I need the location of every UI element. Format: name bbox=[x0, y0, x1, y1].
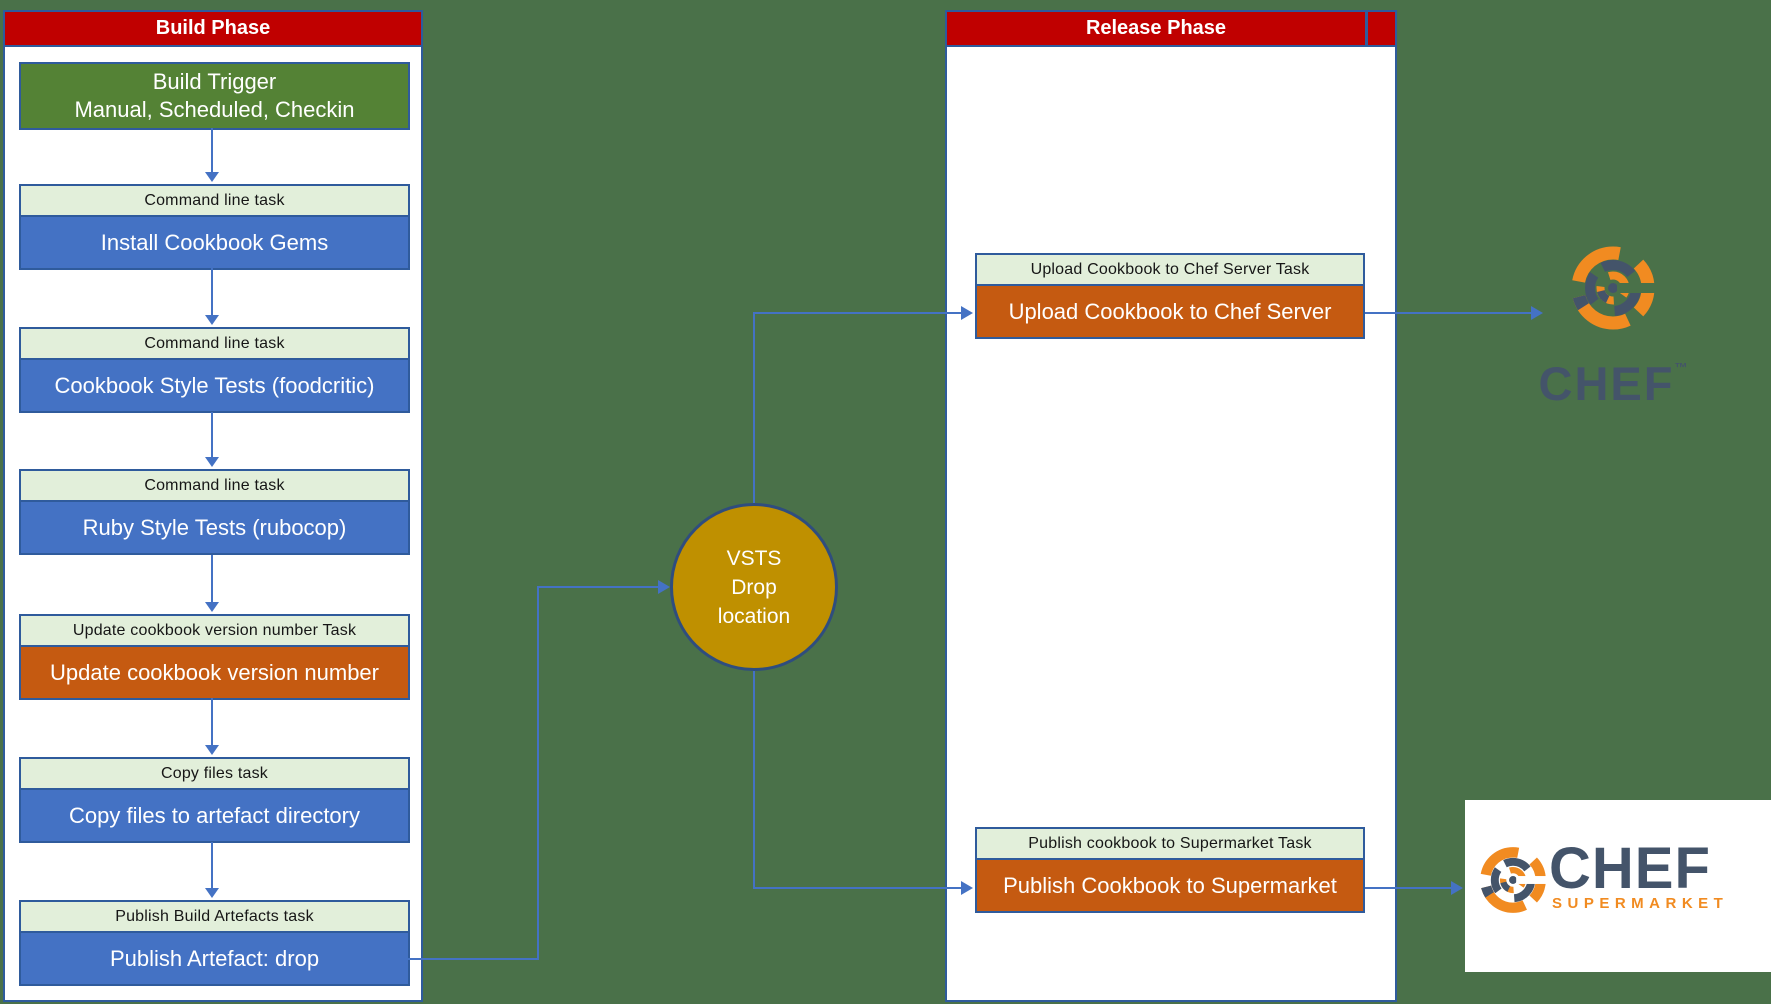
task-box-update-version: Update cookbook version number Task Upda… bbox=[19, 614, 410, 700]
flow-arrow-line bbox=[211, 412, 213, 457]
build-phase-header-bar: Build Phase bbox=[5, 12, 421, 47]
arrow-down-icon bbox=[205, 602, 219, 612]
task-body: Publish Cookbook to Supermarket bbox=[977, 860, 1363, 911]
task-box-ruby-tests: Command line task Ruby Style Tests (rubo… bbox=[19, 469, 410, 555]
connector-drop-to-upload bbox=[753, 312, 755, 503]
task-header: Publish cookbook to Supermarket Task bbox=[977, 829, 1363, 860]
arrow-down-icon bbox=[205, 888, 219, 898]
task-header: Publish Build Artefacts task bbox=[21, 902, 408, 933]
arrow-down-icon bbox=[205, 457, 219, 467]
release-phase-header-bar: Release Phase bbox=[947, 12, 1395, 47]
drop-line3: location bbox=[717, 604, 791, 628]
chef-logo: CHEF™ bbox=[1528, 238, 1698, 418]
arrow-down-icon bbox=[205, 745, 219, 755]
task-box-publish-artefact: Publish Build Artefacts task Publish Art… bbox=[19, 900, 410, 986]
task-header: Command line task bbox=[21, 329, 408, 360]
task-box-style-tests: Command line task Cookbook Style Tests (… bbox=[19, 327, 410, 413]
chef-swirl-icon bbox=[1571, 246, 1661, 330]
task-box-publish-supermarket: Publish cookbook to Supermarket Task Pub… bbox=[975, 827, 1365, 913]
task-header: Command line task bbox=[21, 186, 408, 217]
task-header: Copy files task bbox=[21, 759, 408, 790]
flow-arrow-line bbox=[211, 842, 213, 888]
connector-artefact-to-drop bbox=[537, 586, 539, 960]
arrow-down-icon bbox=[205, 172, 219, 182]
build-phase-title: Build Phase bbox=[155, 17, 271, 39]
flow-arrow-line bbox=[211, 698, 213, 745]
supermarket-swirl-icon bbox=[1480, 847, 1551, 913]
release-phase-title: Release Phase bbox=[1085, 17, 1227, 39]
chef-trademark: ™ bbox=[1674, 360, 1688, 375]
connector-artefact-to-drop bbox=[539, 586, 658, 588]
header-divider bbox=[1365, 12, 1368, 45]
flow-arrow-line bbox=[211, 128, 213, 172]
connector-drop-to-publish bbox=[753, 887, 963, 889]
drop-line2: Drop bbox=[731, 575, 777, 599]
task-box-install-gems: Command line task Install Cookbook Gems bbox=[19, 184, 410, 270]
task-body: Install Cookbook Gems bbox=[21, 217, 408, 268]
chef-wordmark: CHEF™ bbox=[1528, 360, 1698, 407]
task-box-upload-chef-server: Upload Cookbook to Chef Server Task Uplo… bbox=[975, 253, 1365, 339]
chef-wordmark-text: CHEF bbox=[1538, 357, 1675, 410]
arrow-right-icon bbox=[961, 881, 973, 895]
release-phase-panel: Release Phase Upload Cookbook to Chef Se… bbox=[945, 10, 1397, 1002]
supermarket-subtext: SUPERMARKET bbox=[1552, 895, 1729, 912]
task-box-copy-files: Copy files task Copy files to artefact d… bbox=[19, 757, 410, 843]
drop-line1: VSTS bbox=[726, 546, 782, 570]
build-trigger-box: Build Trigger Manual, Scheduled, Checkin bbox=[19, 62, 410, 130]
connector-artefact-to-drop bbox=[408, 958, 539, 960]
supermarket-wordmark: CHEF bbox=[1549, 836, 1711, 901]
task-body: Copy files to artefact directory bbox=[21, 790, 408, 841]
task-header: Update cookbook version number Task bbox=[21, 616, 408, 647]
connector-drop-to-upload bbox=[753, 312, 963, 314]
arrow-right-icon bbox=[658, 580, 670, 594]
build-phase-panel: Build Phase Build Trigger Manual, Schedu… bbox=[3, 10, 423, 1002]
arrow-right-icon bbox=[961, 306, 973, 320]
build-trigger-line1: Build Trigger bbox=[152, 69, 277, 94]
connector-drop-to-publish bbox=[753, 668, 755, 888]
flow-arrow-line bbox=[211, 268, 213, 315]
task-body: Upload Cookbook to Chef Server bbox=[977, 286, 1363, 337]
task-header: Command line task bbox=[21, 471, 408, 502]
chef-supermarket-logo-panel: CHEF SUPERMARKET bbox=[1465, 800, 1771, 972]
arrow-down-icon bbox=[205, 315, 219, 325]
connector-publish-to-supermarket bbox=[1365, 887, 1453, 889]
connector-upload-to-chef bbox=[1365, 312, 1533, 314]
task-body: Publish Artefact: drop bbox=[21, 933, 408, 984]
arrow-right-icon bbox=[1531, 306, 1543, 320]
flow-arrow-line bbox=[211, 555, 213, 602]
task-header: Upload Cookbook to Chef Server Task bbox=[977, 255, 1363, 286]
task-body: Update cookbook version number bbox=[21, 647, 408, 698]
task-body: Cookbook Style Tests (foodcritic) bbox=[21, 360, 408, 411]
vsts-drop-location-circle: VSTS Drop location bbox=[670, 503, 838, 671]
task-body: Ruby Style Tests (rubocop) bbox=[21, 502, 408, 553]
arrow-right-icon bbox=[1451, 881, 1463, 895]
build-trigger-line2: Manual, Scheduled, Checkin bbox=[74, 97, 355, 122]
